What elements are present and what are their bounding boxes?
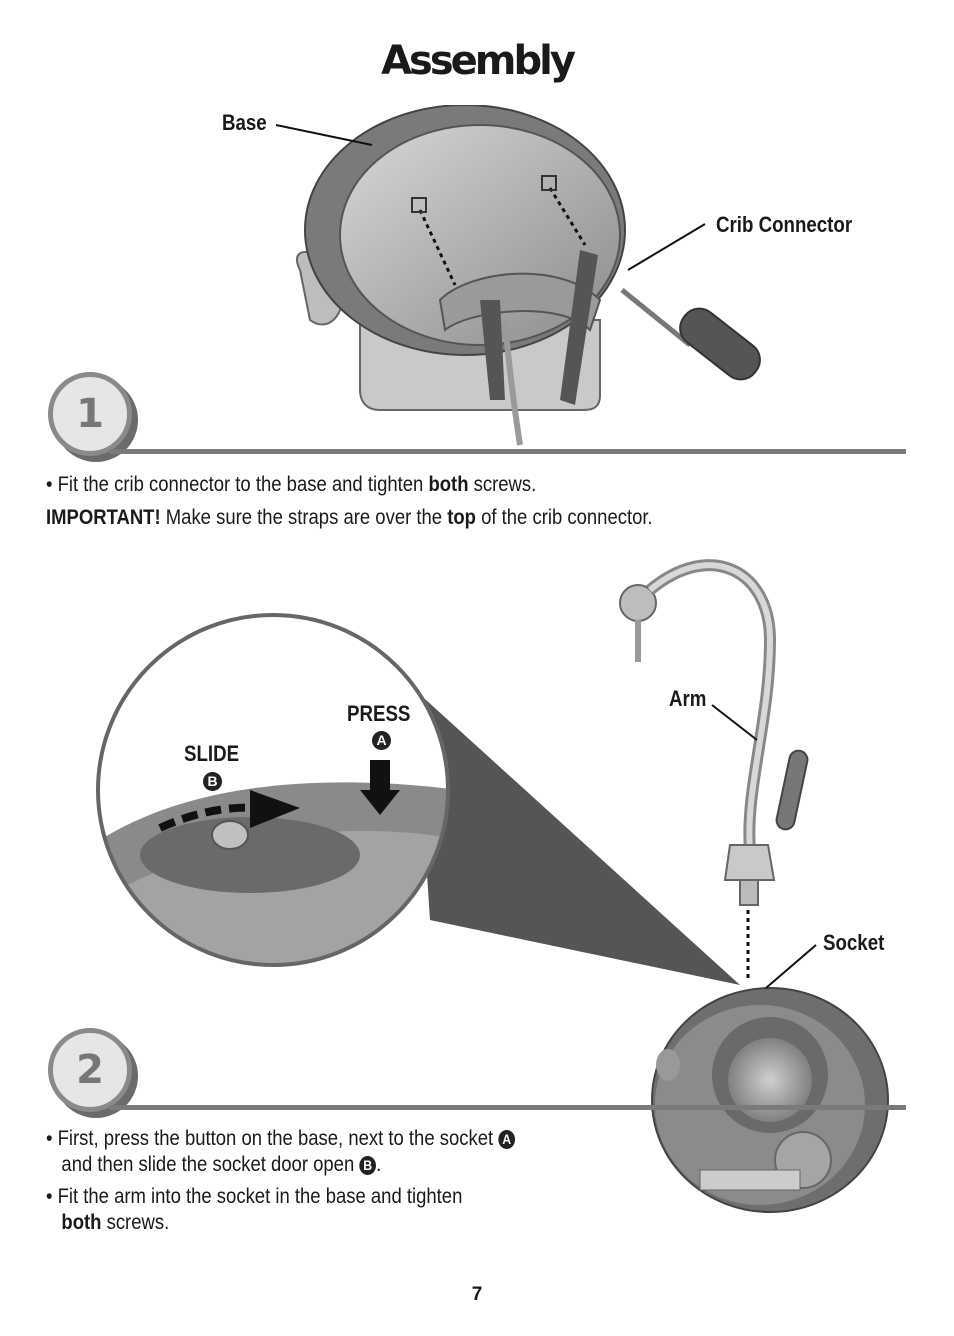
inline-badge-b: B — [359, 1156, 377, 1175]
step2-bullet-1: • First, press the button on the base, n… — [46, 1126, 516, 1178]
crib-connector-label: Crib Connector — [716, 212, 853, 237]
step-2-rule — [110, 1105, 906, 1110]
page-number: 7 — [471, 1284, 483, 1305]
badge-a: A — [372, 731, 391, 750]
step2-illustration — [96, 559, 889, 1213]
step1-bullet: • Fit the crib connector to the base and… — [46, 473, 537, 496]
step-1-badge: 1 — [48, 372, 132, 456]
socket-label: Socket — [823, 930, 885, 955]
step-1-rule — [110, 449, 906, 454]
step-2-badge: 2 — [48, 1028, 132, 1112]
base-label: Base — [222, 110, 267, 135]
inline-badge-a: A — [498, 1130, 516, 1149]
arm-label: Arm — [669, 686, 707, 711]
step1-important: IMPORTANT! Make sure the straps are over… — [46, 506, 653, 529]
step1-illustration — [275, 105, 761, 446]
press-badge-wrap: A — [372, 731, 391, 751]
slide-label: SLIDE — [184, 741, 240, 766]
badge-b: B — [203, 772, 222, 791]
slide-badge-wrap: B — [203, 772, 222, 792]
page-title: Assembly — [381, 38, 576, 84]
press-label: PRESS — [347, 701, 411, 726]
step2-bullet-2: • Fit the arm into the socket in the bas… — [46, 1185, 463, 1234]
